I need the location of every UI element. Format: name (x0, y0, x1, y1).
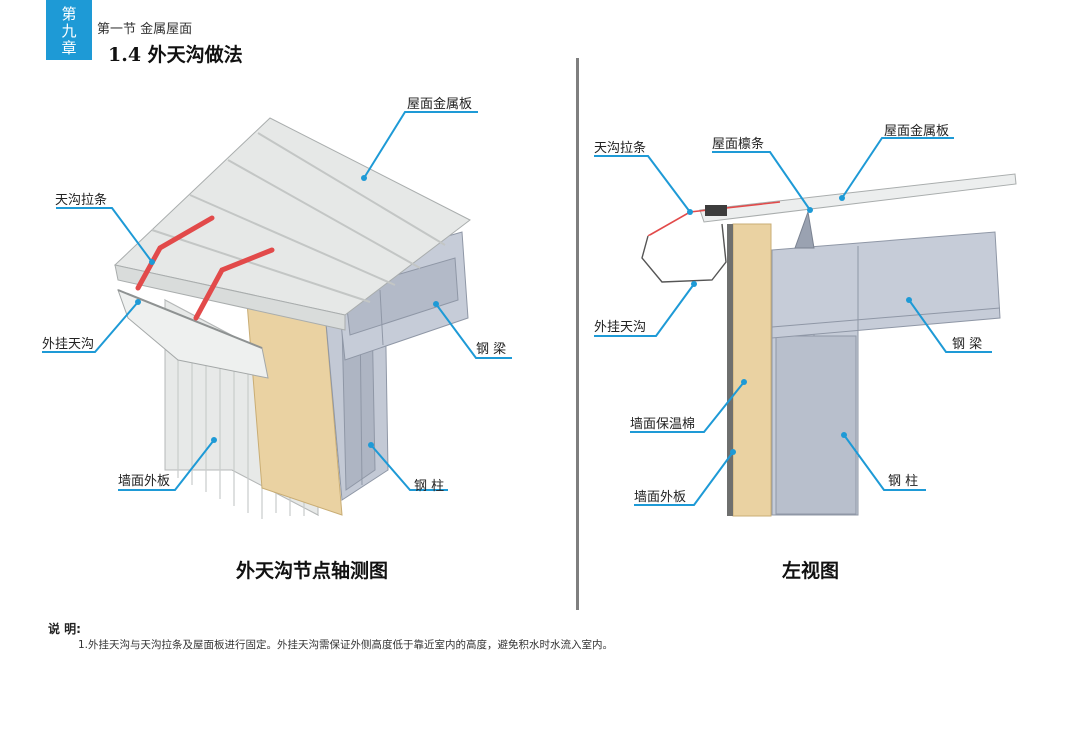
right-leader-lines (594, 137, 992, 506)
label-roof-panel: 屋面金属板 (407, 97, 473, 112)
side-wall-panel-shape (727, 224, 733, 516)
side-roof-panel-shape (699, 173, 1017, 223)
side-steel-beam-shape (771, 231, 1001, 339)
caption-side-view: 左视图 (782, 560, 840, 582)
side-purlin-shape (794, 210, 815, 249)
label-gutter-strap-right: 天沟拉条 (594, 141, 647, 156)
gutter-strap-shape (135, 215, 275, 321)
label-steel-column-right: 钢 柱 (888, 474, 919, 489)
notes-item: 1.外挂天沟与天沟拉条及屋面板进行固定。外挂天沟需保证外侧高度低于靠近室内的高度… (78, 639, 614, 651)
roof-panel-shape (113, 117, 471, 331)
side-fastener-shape (705, 205, 727, 216)
side-gutter-shape (641, 223, 727, 283)
section-label: 第一节 金属屋面 (97, 22, 193, 37)
caption-axonometric: 外天沟节点轴测图 (236, 560, 389, 582)
label-insulation: 墙面保温棉 (630, 417, 696, 432)
label-steel-column: 钢 柱 (414, 479, 445, 494)
label-wall-panel-right: 墙面外板 (634, 490, 687, 505)
label-roof-panel-right: 屋面金属板 (884, 124, 950, 139)
label-steel-beam: 钢 梁 (476, 342, 507, 357)
side-view-drawing (641, 173, 1017, 517)
right-leader-dots (687, 195, 912, 455)
label-steel-beam-right: 钢 梁 (952, 337, 983, 352)
left-leader-dots (135, 175, 439, 448)
axonometric-drawing (113, 117, 471, 519)
chapter-tab-text: 第九章 (61, 4, 77, 57)
chapter-tab: 第九章 (46, 0, 92, 60)
side-insulation-shape (732, 223, 772, 517)
label-purlin: 屋面檩条 (712, 137, 765, 152)
label-gutter-strap: 天沟拉条 (55, 193, 108, 208)
label-wall-panel: 墙面外板 (118, 474, 171, 489)
gutter-shape (117, 289, 269, 379)
page-title: 1.4 外天沟做法 (108, 44, 243, 66)
notes-heading: 说 明: (48, 622, 81, 636)
view-divider (576, 58, 579, 610)
label-gutter-right: 外挂天沟 (594, 320, 647, 335)
left-leader-lines (42, 111, 512, 491)
label-gutter: 外挂天沟 (42, 337, 95, 352)
diagram-canvas (42, 111, 1017, 519)
